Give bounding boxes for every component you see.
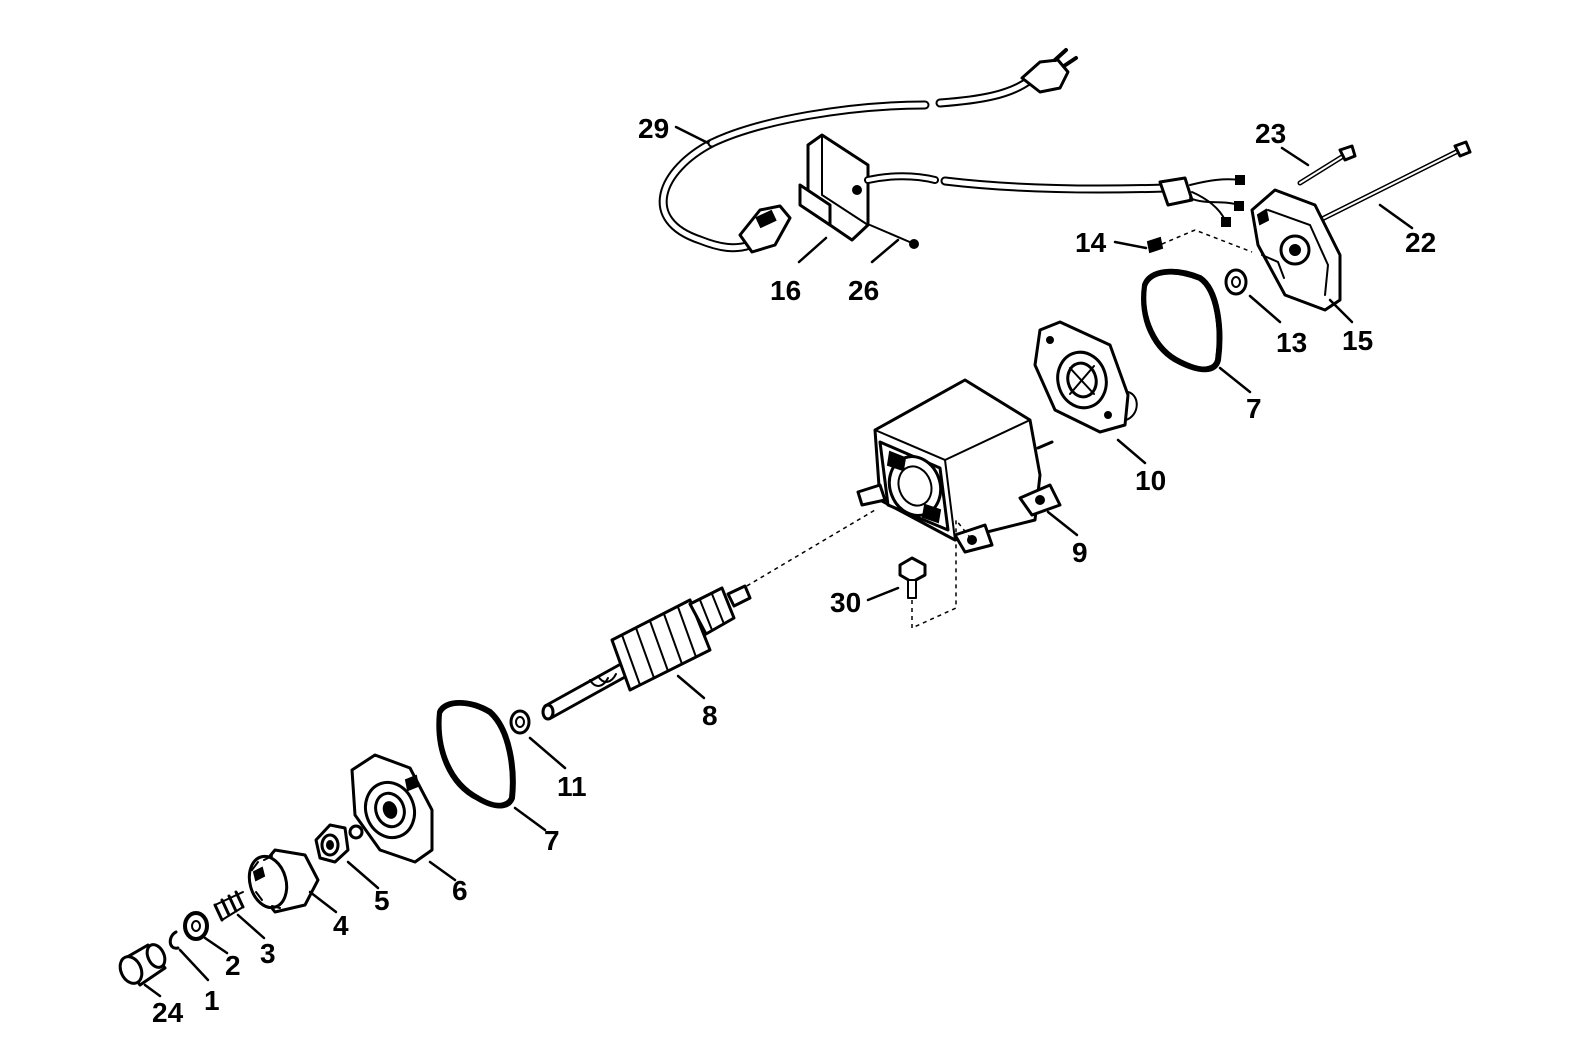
callout-22: 22 xyxy=(1405,227,1436,258)
gasket-lower xyxy=(436,700,516,809)
power-cord xyxy=(658,48,1078,254)
pinion-gear xyxy=(247,848,320,914)
callout-2: 2 xyxy=(225,950,241,981)
callout-26: 26 xyxy=(848,275,879,306)
callout-13: 13 xyxy=(1276,327,1307,358)
brush-plate xyxy=(1033,320,1138,434)
callout-14: 14 xyxy=(1075,227,1107,258)
callout-7-lower: 7 xyxy=(544,825,560,856)
leader-lines xyxy=(143,125,1414,998)
plug-icon xyxy=(1020,48,1078,94)
callout-9: 9 xyxy=(1072,537,1088,568)
dust-cap xyxy=(118,943,167,987)
mounting-bolt xyxy=(898,517,973,630)
callout-labels: 29 23 22 14 13 15 16 26 7 10 9 30 8 11 7… xyxy=(152,113,1436,1028)
callout-10: 10 xyxy=(1135,465,1166,496)
nut xyxy=(183,911,209,941)
cord-connector-icon xyxy=(738,204,792,254)
retaining-ring xyxy=(168,930,180,950)
drive-end-cap xyxy=(350,753,434,864)
callout-7-upper: 7 xyxy=(1246,393,1262,424)
bushing xyxy=(314,823,364,864)
switch-screw xyxy=(869,224,919,249)
callout-23: 23 xyxy=(1255,118,1286,149)
through-bolt-short xyxy=(1297,144,1357,186)
washer-11 xyxy=(509,709,531,735)
screw-14 xyxy=(1146,229,1253,254)
callout-3: 3 xyxy=(260,938,276,969)
callout-6: 6 xyxy=(452,875,468,906)
callout-30: 30 xyxy=(830,587,861,618)
switch-box xyxy=(798,133,939,242)
callout-4: 4 xyxy=(333,910,349,941)
callout-5: 5 xyxy=(374,885,390,916)
callout-8: 8 xyxy=(702,700,718,731)
callout-29: 29 xyxy=(638,113,669,144)
callout-11: 11 xyxy=(557,771,587,802)
callout-24: 24 xyxy=(152,997,184,1028)
callout-16: 16 xyxy=(770,275,801,306)
through-bolt-long xyxy=(1317,140,1472,223)
callout-1: 1 xyxy=(204,985,220,1016)
callout-15: 15 xyxy=(1342,325,1373,356)
motor-housing xyxy=(856,378,1062,554)
spring xyxy=(213,890,245,922)
washer-13 xyxy=(1224,268,1248,296)
end-cap xyxy=(1250,188,1342,312)
gasket-upper xyxy=(1141,268,1223,373)
armature xyxy=(541,509,876,721)
lead-wires xyxy=(940,175,1245,227)
